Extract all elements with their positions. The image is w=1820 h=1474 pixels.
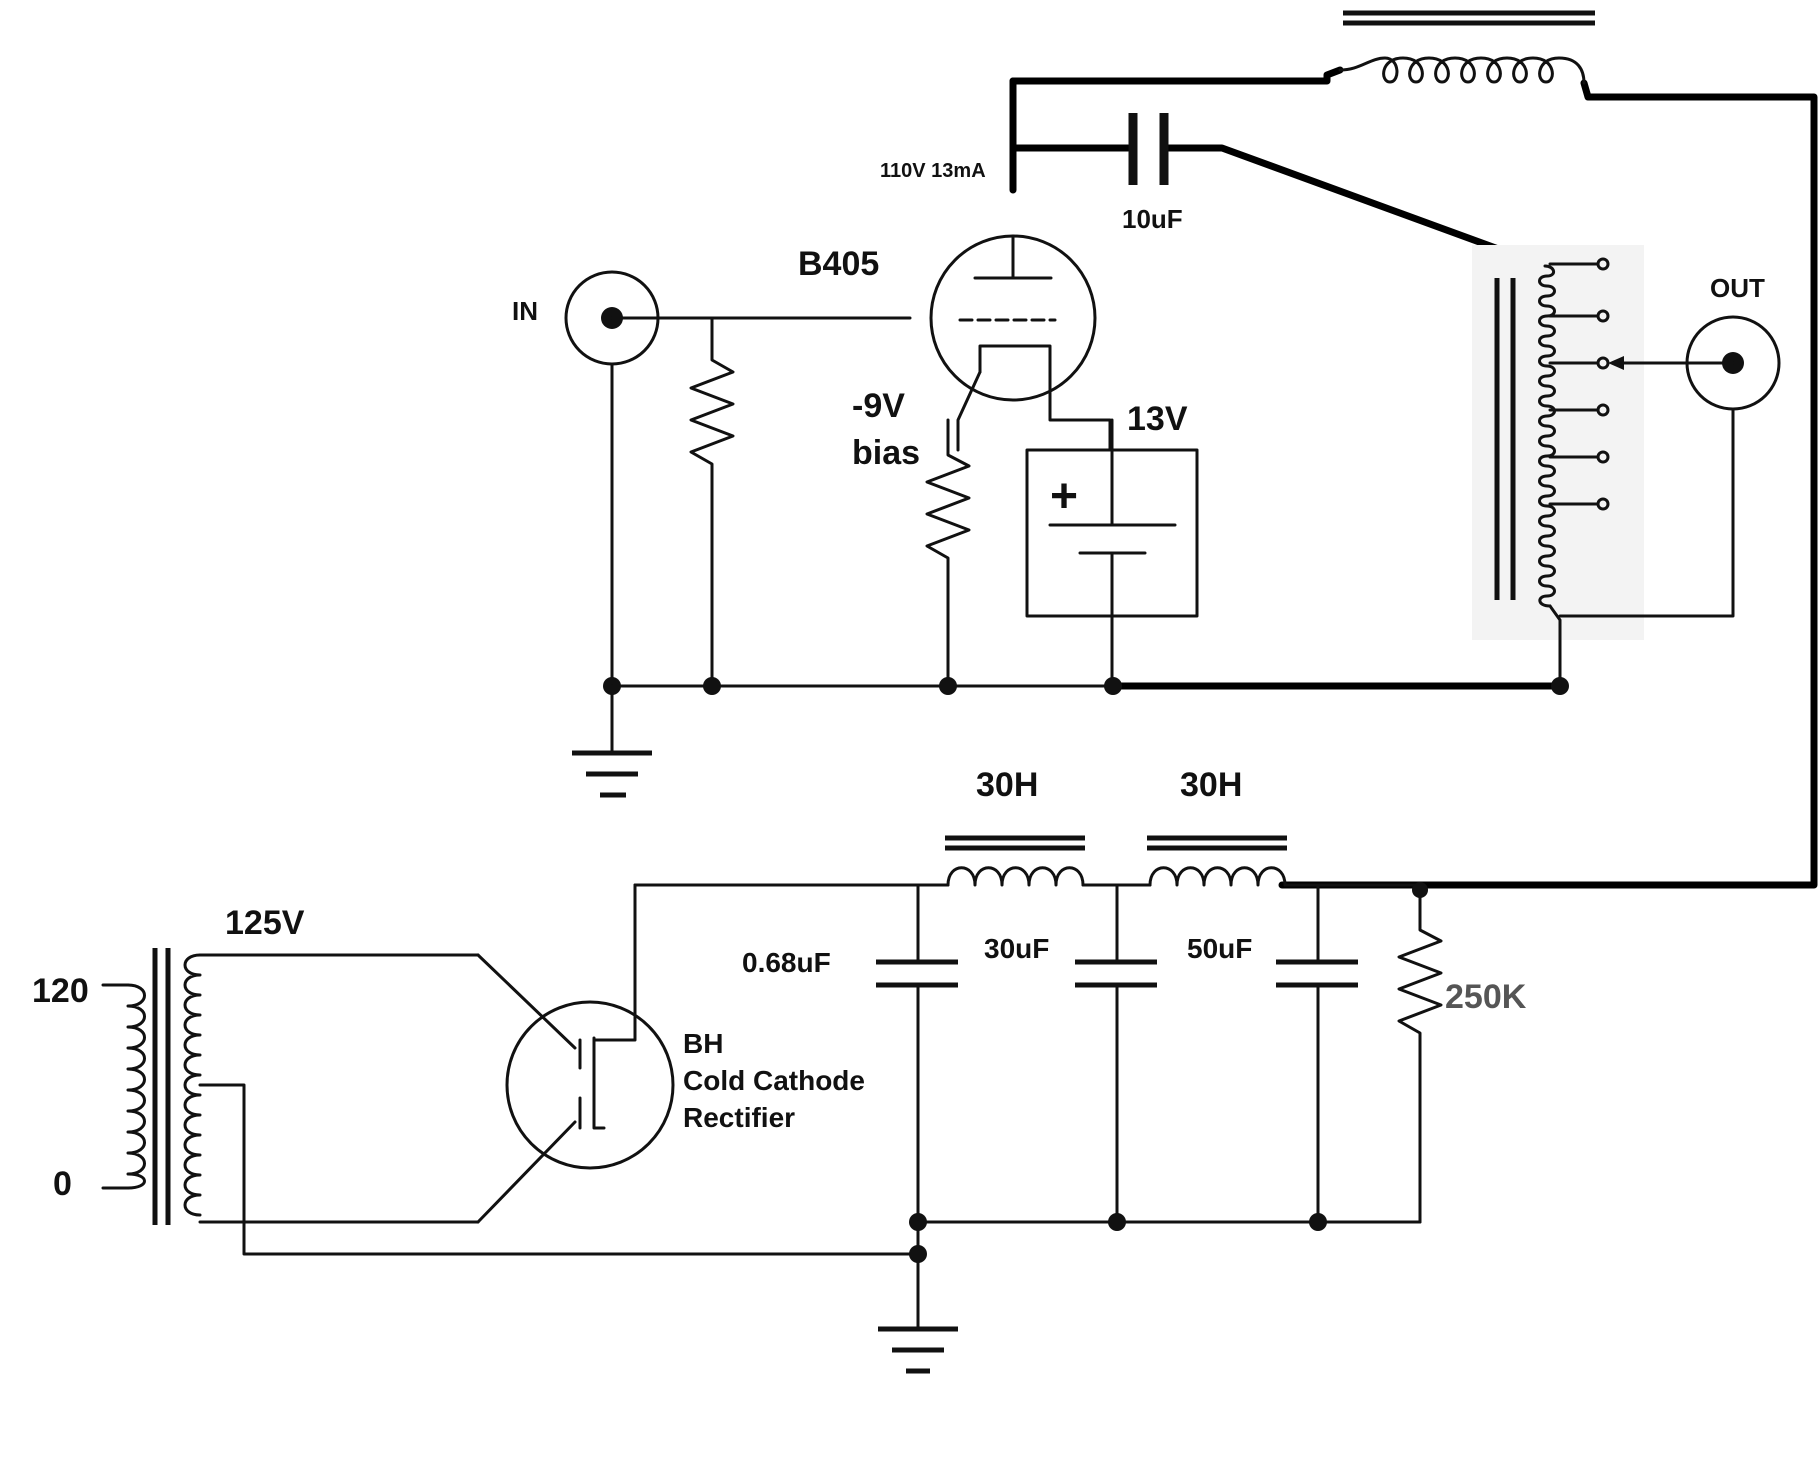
output-autotransformer: [1472, 245, 1644, 688]
capacitor-2-label: 30uF: [984, 933, 1049, 964]
secondary-label: 125V: [225, 904, 305, 942]
bleeder-resistor: [1397, 882, 1443, 1224]
filter-choke-2: [1147, 835, 1287, 887]
capacitor-3-label: 50uF: [1187, 933, 1252, 964]
grid-resistor: [689, 316, 735, 688]
bleeder-resistor-label: 250K: [1445, 978, 1527, 1016]
ground-symbol-top: [572, 684, 652, 798]
rectifier-label-3: Rectifier: [683, 1102, 795, 1133]
coupling-capacitor: [1128, 113, 1169, 185]
filter-capacitor-3: [1276, 883, 1358, 1224]
output-transformer-primary: [1338, 10, 1595, 85]
tube-label: B405: [798, 245, 879, 283]
bias-label-1: -9V: [852, 387, 905, 425]
battery-plus-sign: +: [1050, 470, 1078, 523]
battery-label: 13V: [1127, 400, 1188, 438]
bias-label-2: bias: [852, 434, 920, 472]
filter-capacitor-2: [1075, 883, 1157, 1224]
choke-2-label: 30H: [1180, 766, 1242, 804]
output-jack: [1558, 315, 1781, 618]
output-label: OUT: [1710, 273, 1765, 303]
primary-top-label: 120: [32, 972, 89, 1010]
filament-battery: [1025, 418, 1199, 688]
vacuum-tube-b405: [929, 234, 1112, 452]
plate-label: 110V 13mA: [880, 160, 986, 182]
choke-1-label: 30H: [976, 766, 1038, 804]
filter-capacitor-1: [876, 883, 958, 1256]
filter-choke-1: [945, 835, 1085, 887]
capacitor-1-label: 0.68uF: [742, 947, 831, 978]
coupling-capacitor-label: 10uF: [1122, 204, 1183, 234]
bias-resistor: [925, 418, 971, 688]
ground-symbol-bottom: [878, 1220, 958, 1374]
cold-cathode-rectifier: [476, 883, 675, 1224]
junction-dots-top: [603, 677, 1569, 695]
rectifier-label-2: Cold Cathode: [683, 1065, 865, 1096]
b-plus-line: [1009, 66, 1818, 889]
input-label: IN: [512, 296, 538, 326]
rectifier-label-1: BH: [683, 1028, 723, 1059]
power-transformer: [101, 948, 920, 1256]
primary-bottom-label: 0: [53, 1165, 72, 1203]
